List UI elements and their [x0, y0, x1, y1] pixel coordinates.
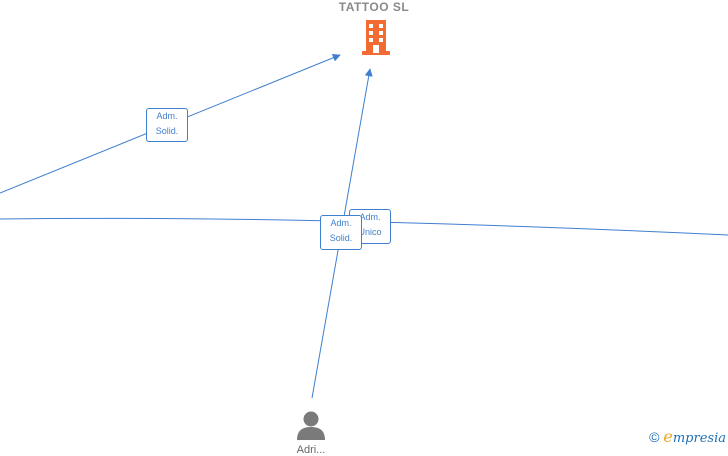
brand-logo-text: mpresia: [672, 431, 726, 446]
company-name[interactable]: TATTOO SL: [338, 0, 410, 14]
empresia-watermark: ©empresia: [649, 427, 726, 446]
brand-logo-e: e: [663, 427, 673, 446]
edge-label-person-to-company[interactable]: Adm. Solid.: [320, 215, 362, 250]
edge-label-left-to-company[interactable]: Adm. Solid.: [146, 108, 188, 142]
edge-label-line2: Solid.: [329, 233, 353, 243]
building-icon[interactable]: [361, 20, 391, 56]
person-name[interactable]: Adri...: [296, 444, 326, 456]
edge-label-line2: Unico: [358, 227, 382, 237]
edge-label-line1: Adm.: [359, 212, 381, 222]
person-icon[interactable]: [296, 410, 326, 442]
edge-label-line2: Solid.: [155, 126, 179, 136]
edge-label-line1: Adm.: [330, 218, 352, 228]
edge-label-line1: Adm.: [156, 111, 178, 121]
copyright-symbol: ©: [649, 429, 660, 445]
